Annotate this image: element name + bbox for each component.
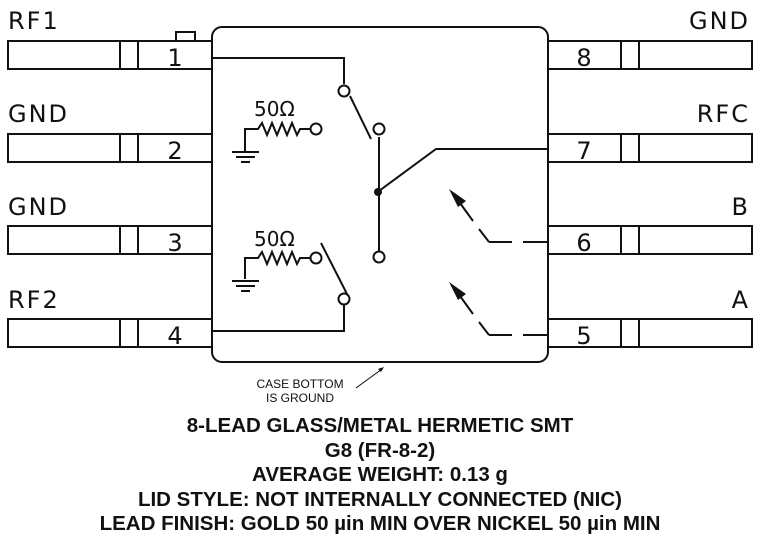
resistor-value-lower: 50Ω xyxy=(254,227,295,251)
pin-label-2: GND xyxy=(8,100,69,128)
pin-number-5: 5 xyxy=(576,322,591,350)
case-note-leader xyxy=(355,368,383,389)
pin-label-4: RF2 xyxy=(8,286,60,314)
control-a-line xyxy=(459,295,547,336)
ground-icon xyxy=(232,148,259,163)
control-b-line xyxy=(459,202,547,243)
case-note-line2: IS GROUND xyxy=(266,391,334,405)
pin-label-7: RFC xyxy=(697,100,750,128)
caption-lead-finish: LEAD FINISH: GOLD 50 µin MIN OVER NICKEL… xyxy=(99,512,661,535)
caption-weight: AVERAGE WEIGHT: 0.13 g xyxy=(252,463,508,486)
rf1-trace xyxy=(213,57,345,84)
pin-number-7: 7 xyxy=(576,137,591,165)
caption-package-type: 8-LEAD GLASS/METAL HERMETIC SMT xyxy=(186,414,574,437)
resistor-icon xyxy=(244,249,311,279)
resistor-value-upper: 50Ω xyxy=(254,97,295,121)
ground-icon xyxy=(232,280,259,292)
pin-label-3: GND xyxy=(8,193,69,221)
pin-label-8: GND xyxy=(689,7,750,35)
junction-dot xyxy=(374,188,382,196)
pin-number-8: 8 xyxy=(576,44,591,72)
pin-number-3: 3 xyxy=(167,229,182,257)
pin-number-4: 4 xyxy=(167,322,182,350)
pin-label-6: B xyxy=(732,193,750,221)
pin-number-2: 2 xyxy=(167,137,182,165)
caption-lid-style: LID STYLE: NOT INTERNALLY CONNECTED (NIC… xyxy=(137,487,623,511)
pin-number-1: 1 xyxy=(167,44,182,72)
pin-label-1: RF1 xyxy=(8,7,60,35)
caption-model: G8 (FR-8-2) xyxy=(324,438,436,462)
package-caption: 8-LEAD GLASS/METAL HERMETIC SMT G8 (FR-8… xyxy=(0,414,760,537)
leader-arrow-icon xyxy=(378,367,384,372)
pin-number-6: 6 xyxy=(576,229,591,257)
pin-label-5: A xyxy=(732,286,750,314)
rf2-trace xyxy=(213,304,345,332)
case-note-line1: CASE BOTTOM xyxy=(256,377,343,391)
resistor-icon xyxy=(244,120,311,148)
rfc-trace xyxy=(378,148,547,192)
arrow-b-icon xyxy=(449,189,466,207)
arrow-a-icon xyxy=(449,282,466,300)
